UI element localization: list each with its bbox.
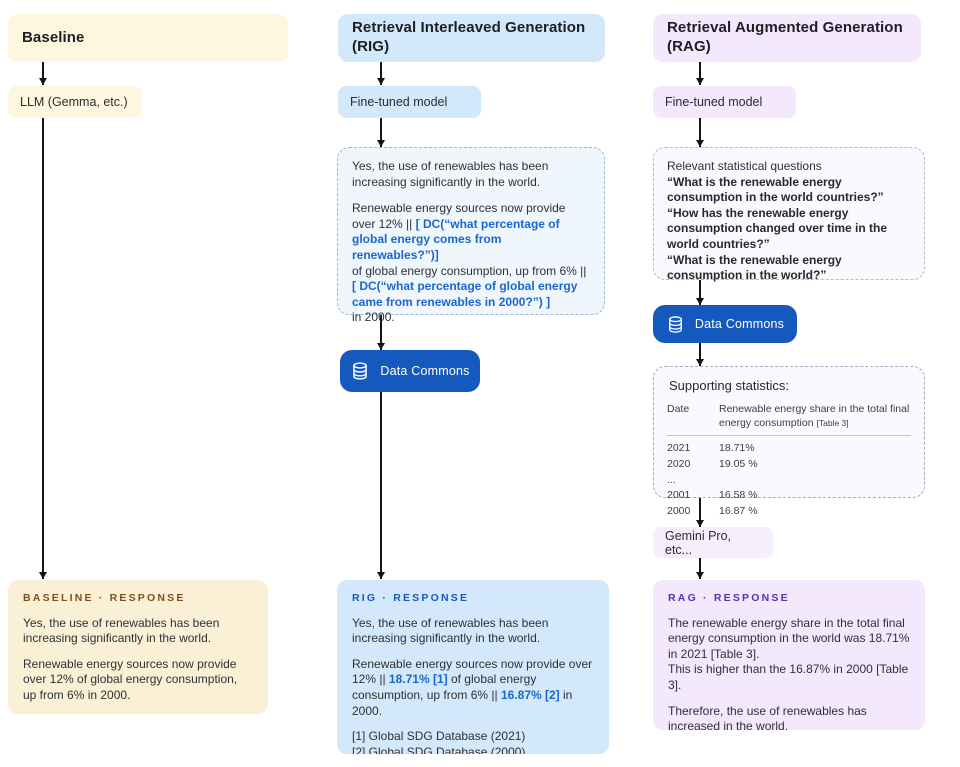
baseline-column-header: Baseline <box>8 14 288 62</box>
flow-arrow <box>377 315 385 350</box>
rig-response-paragraph: Yes, the use of renewables has been incr… <box>352 615 549 646</box>
flow-arrow <box>39 118 47 579</box>
baseline-response-box: BASELINE · RESPONSE Yes, the use of rene… <box>8 580 268 714</box>
flow-arrow <box>696 498 704 527</box>
rag-column-header: Retrieval Augmented Generation (RAG) <box>653 14 921 62</box>
rig-dc-call: [ DC(“what percentage of global energy c… <box>352 216 560 262</box>
row-value <box>719 474 911 486</box>
rag-response-paragraph: The renewable energy share in the total … <box>668 615 910 693</box>
table-divider <box>667 435 911 437</box>
rig-response-text: Renewable energy sources now provide ove… <box>352 656 593 687</box>
table-row: 2000 16.87 % <box>667 505 911 519</box>
flow-arrow <box>696 62 704 85</box>
row-value: 16.58 % <box>719 489 758 502</box>
rig-cited-stat: 18.71% [1] <box>388 672 448 687</box>
rig-response-box: RIG · RESPONSE Yes, the use of renewable… <box>337 580 609 754</box>
flow-arrow <box>696 558 704 579</box>
row-year: 2000 <box>667 505 691 518</box>
table-row: ... <box>667 474 911 486</box>
baseline-response-paragraph: Yes, the use of renewables has been incr… <box>23 615 220 646</box>
rig-draft-output-box: Yes, the use of renewables has been incr… <box>337 147 605 324</box>
rig-draft-paragraph: Renewable energy sources now provide ove… <box>352 201 590 326</box>
row-year: 2021 <box>667 442 691 455</box>
llm-gemma-box: LLM (Gemma, etc.) <box>8 86 142 118</box>
llm-gemma-label: LLM (Gemma, etc.) <box>20 95 128 109</box>
row-value: 18.71% <box>719 442 755 455</box>
date-column-header: Date <box>667 402 690 415</box>
rag-finetuned-model-box: Fine-tuned model <box>653 86 796 118</box>
table-row: 2021 18.71% <box>667 442 911 456</box>
flow-arrow <box>696 343 704 366</box>
supporting-statistics-box: Supporting statistics: Date Renewable en… <box>653 366 925 517</box>
rag-response-label: RAG · RESPONSE <box>668 592 790 604</box>
citation-line: [1] Global SDG Database (2021) <box>352 729 526 744</box>
row-value: 19.05 % <box>719 458 758 471</box>
value-column-header-text: Renewable energy share in the total fina… <box>719 402 910 429</box>
rag-response-paragraph: Therefore, the use of renewables has inc… <box>668 703 867 730</box>
flow-arrow <box>696 118 704 147</box>
rig-response-label: RIG · RESPONSE <box>352 592 470 604</box>
gemini-pro-label: Gemini Pro, etc... <box>665 528 731 557</box>
flow-arrow <box>39 62 47 85</box>
table-row: 2001 16.58 % <box>667 489 911 503</box>
rig-cited-stat: 16.87% [2] <box>500 688 560 703</box>
baseline-response-paragraph: Renewable energy sources now provide ove… <box>23 656 238 703</box>
rag-title: Retrieval Augmented Generation (RAG) <box>667 19 903 55</box>
rag-response-box: RAG · RESPONSE The renewable energy shar… <box>653 580 925 730</box>
citation-line: [2] Global SDG Database (2000) <box>352 744 526 754</box>
rig-citations: [1] Global SDG Database (2021) [2] Globa… <box>352 729 594 754</box>
rig-finetuned-model-box: Fine-tuned model <box>338 86 481 118</box>
flow-arrow <box>696 280 704 305</box>
questions-title: Relevant statistical questions <box>667 159 822 173</box>
rig-title: Retrieval Interleaved Generation (RIG) <box>352 19 586 55</box>
statistical-question: “What is the renewable energy consumptio… <box>667 252 842 283</box>
rag-finetuned-model-label: Fine-tuned model <box>665 95 763 109</box>
table-row: 2020 19.05 % <box>667 458 911 472</box>
value-column-header: Renewable energy share in the total fina… <box>719 403 911 430</box>
row-year: 2020 <box>667 458 691 471</box>
data-commons-label: Data Commons <box>380 364 470 378</box>
row-value: 16.87 % <box>719 505 758 518</box>
rig-response-paragraph: Renewable energy sources now provide ove… <box>352 657 594 719</box>
rig-dc-call: [ DC(“what percentage of global energy c… <box>352 279 578 309</box>
rig-draft-text: of global energy consumption, up from 6%… <box>352 263 587 278</box>
data-commons-button: Data Commons <box>653 305 797 343</box>
flow-arrow <box>377 392 385 579</box>
row-year: ... <box>667 474 676 487</box>
baseline-title: Baseline <box>22 28 85 46</box>
data-commons-button: Data Commons <box>340 350 480 392</box>
rig-draft-text: Renewable energy sources now provide ove… <box>352 201 566 231</box>
rag-questions-box: Relevant statistical questions “What is … <box>653 147 925 282</box>
rig-column-header: Retrieval Interleaved Generation (RIG) <box>338 14 605 62</box>
rig-response-text: of global energy consumption, up from 6%… <box>352 672 537 703</box>
statistical-question: “What is the renewable energy consumptio… <box>667 174 884 205</box>
table-reference-note: [Table 3] <box>816 417 849 428</box>
rig-draft-paragraph: Yes, the use of renewables has been incr… <box>352 159 549 189</box>
rig-finetuned-model-label: Fine-tuned model <box>350 95 448 109</box>
statistical-question: “How has the renewable energy consumptio… <box>667 205 888 251</box>
flow-arrow <box>377 62 385 85</box>
row-year: 2001 <box>667 489 691 502</box>
gemini-pro-box: Gemini Pro, etc... <box>653 527 773 558</box>
statistics-table-header: Date Renewable energy share in the total… <box>667 403 911 430</box>
database-icon <box>666 315 685 334</box>
flow-arrow <box>377 118 385 147</box>
data-commons-label: Data Commons <box>694 317 785 331</box>
rig-draft-text: in 2000. <box>352 310 395 325</box>
statistics-title: Supporting statistics: <box>669 378 789 393</box>
database-icon <box>350 361 370 381</box>
rig-response-text: in 2000. <box>352 688 573 718</box>
baseline-response-label: BASELINE · RESPONSE <box>23 592 186 604</box>
